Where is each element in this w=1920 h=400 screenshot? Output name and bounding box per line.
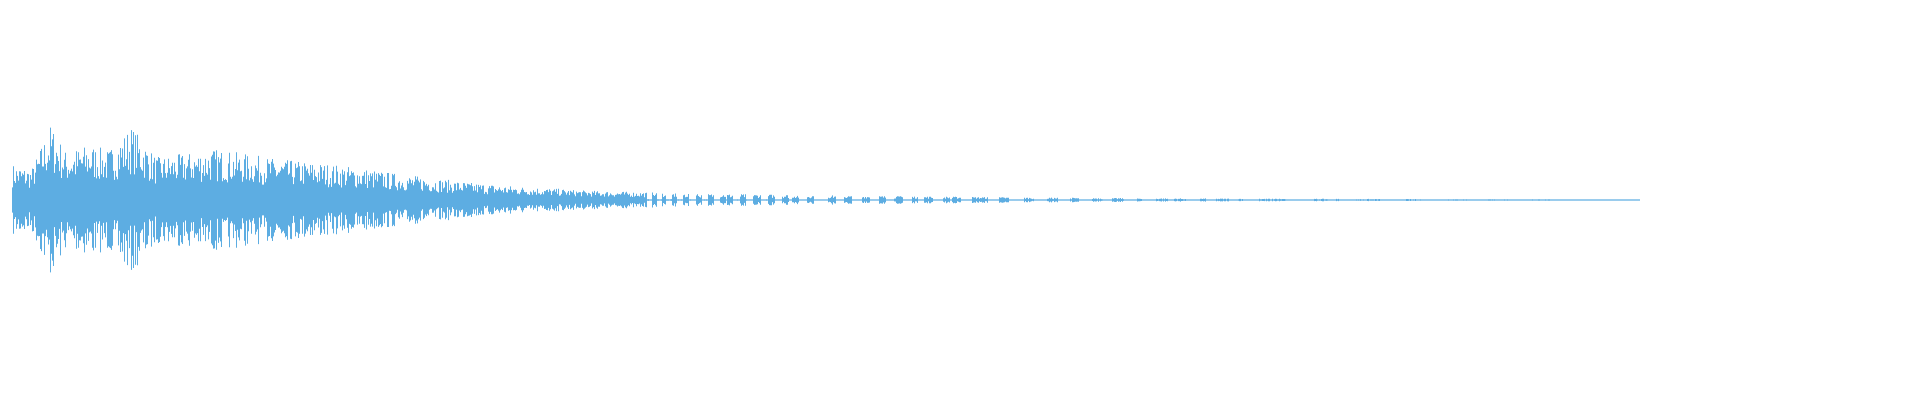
waveform-trace <box>12 127 1640 273</box>
waveform-samples <box>12 127 1640 273</box>
